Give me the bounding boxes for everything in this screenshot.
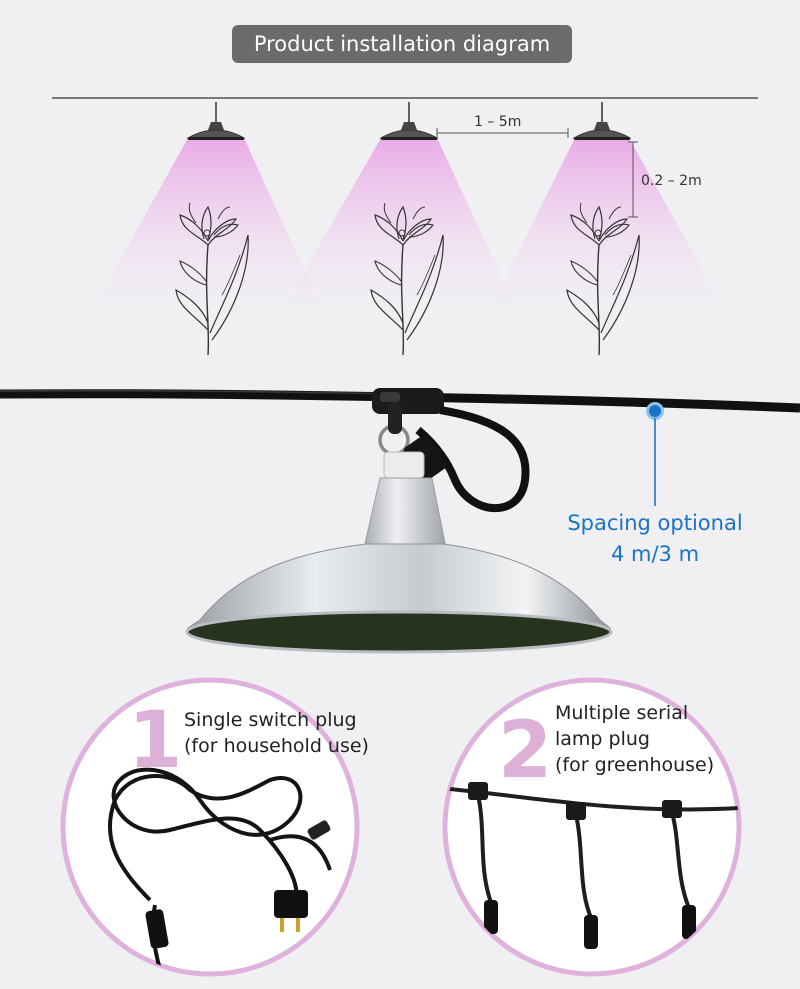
option-line: Single switch plug xyxy=(184,709,357,731)
option-description: Multiple serial lamp plug (for greenhous… xyxy=(555,700,714,778)
serial-plug-cable xyxy=(445,782,739,949)
pendant-lamp-section xyxy=(0,388,800,654)
installation-diagram xyxy=(52,97,758,356)
spacing-callout-line2: 4 m/3 m xyxy=(610,542,700,566)
lamp-spacing-label: 1 – 5m xyxy=(474,114,522,130)
option-line: lamp plug xyxy=(555,728,650,750)
light-beam xyxy=(95,138,320,305)
spacing-callout: Spacing optional 4 m/3 m xyxy=(540,508,770,570)
plug-option-2 xyxy=(442,677,742,977)
option-circle xyxy=(442,677,742,977)
option-line: (for household use) xyxy=(184,735,369,757)
grow-light-lamp-icon xyxy=(187,101,245,141)
option-line: (for greenhouse) xyxy=(555,754,715,776)
light-beam xyxy=(285,138,515,305)
option-number: 1 xyxy=(128,696,183,786)
switch-plug-cable xyxy=(107,767,332,971)
option-number: 2 xyxy=(498,706,553,796)
spacing-dimension xyxy=(436,128,569,138)
page-title: Product installation diagram xyxy=(232,25,572,63)
pendant-shade-lamp xyxy=(186,543,612,629)
drop-cable xyxy=(415,406,530,513)
waterproof-plug xyxy=(403,435,447,481)
height-dimension xyxy=(628,141,638,218)
lamp-shade-rim xyxy=(185,610,613,654)
hanging-height-label: 0.2 – 2m xyxy=(641,173,702,189)
plug-option-1 xyxy=(60,677,360,977)
spacing-callout-line1: Spacing optional xyxy=(567,511,743,535)
grow-light-lamp-icon xyxy=(573,101,631,141)
grow-light-lamp-icon xyxy=(380,101,438,141)
lamp-socket xyxy=(383,451,425,479)
callout-marker xyxy=(646,402,664,420)
option-description: Single switch plug (for household use) xyxy=(184,707,369,759)
light-beam xyxy=(492,138,722,305)
option-line: Multiple serial xyxy=(555,702,689,724)
